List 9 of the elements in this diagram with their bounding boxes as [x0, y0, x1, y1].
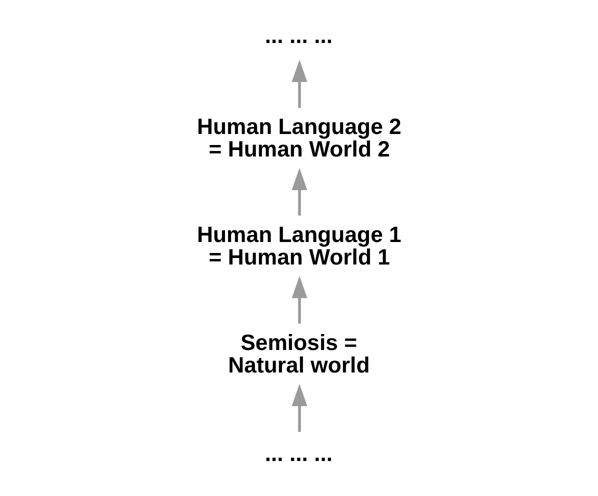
arrow [291, 384, 307, 432]
node-text: ... ... ... [264, 22, 332, 48]
arrow [291, 60, 307, 108]
node-text: Human Language 1 = Human World 1 [196, 222, 401, 270]
arrow [291, 276, 307, 324]
node-text: ... ... ... [264, 441, 332, 466]
arrow [291, 168, 307, 216]
node-text: Semiosis = Natural world [228, 330, 370, 378]
node-text: Human Language 2 = Human World 2 [196, 114, 401, 162]
